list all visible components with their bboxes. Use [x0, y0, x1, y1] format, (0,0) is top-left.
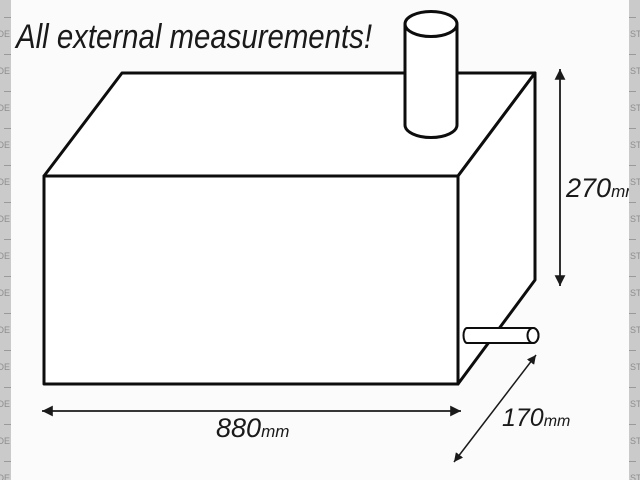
watermark-text-fragment: ST: [630, 399, 640, 409]
watermark-dash: [4, 276, 11, 277]
watermark-dash: [629, 313, 636, 314]
watermark-text-fragment: ST: [630, 288, 640, 298]
tank-front-face: [42, 174, 460, 386]
watermark-dash: [629, 202, 636, 203]
watermark-text-fragment: ST: [630, 66, 640, 76]
depth-dimension-arrow: [453, 354, 537, 463]
filler-cylinder-top-icon: [403, 10, 459, 38]
watermark-text-fragment: DE: [0, 177, 10, 187]
watermark-dash: [629, 239, 636, 240]
outlet-pipe-end-icon: [526, 327, 540, 344]
watermark-text-fragment: ST: [630, 214, 640, 224]
watermark-dash: [4, 313, 11, 314]
watermark-dash: [4, 54, 11, 55]
watermark-text-fragment: ST: [630, 436, 640, 446]
watermark-dash: [629, 276, 636, 277]
watermark-text-fragment: ST: [630, 103, 640, 113]
watermark-dash: [4, 17, 11, 18]
watermark-text-fragment: ST: [630, 29, 640, 39]
watermark-dash: [4, 202, 11, 203]
watermark-dash: [4, 91, 11, 92]
watermark-dash: [4, 387, 11, 388]
watermark-text-fragment: DE: [0, 66, 10, 76]
watermark-text-fragment: ST: [630, 177, 640, 187]
tank-top-face: [42, 71, 537, 178]
watermark-dash: [4, 239, 11, 240]
watermark-text-fragment: DE: [0, 288, 10, 298]
watermark-text-fragment: ST: [630, 140, 640, 150]
watermark-text-fragment: DE: [0, 362, 10, 372]
watermark-dash: [4, 424, 11, 425]
watermark-text-fragment: ST: [630, 473, 640, 480]
watermark-dash: [629, 350, 636, 351]
watermark-text-fragment: DE: [0, 473, 10, 480]
watermark-dash: [629, 165, 636, 166]
watermark-dash: [629, 54, 636, 55]
watermark-dash: [4, 165, 11, 166]
watermark-text-fragment: DE: [0, 436, 10, 446]
watermark-dash: [629, 91, 636, 92]
drawing-title: All external measurements!: [14, 18, 372, 56]
watermark-text-fragment: ST: [630, 325, 640, 335]
watermark-dash: [629, 17, 636, 18]
watermark-dash: [629, 387, 636, 388]
depth-dimension-label: 170mm: [502, 404, 570, 432]
watermark-dash: [629, 461, 636, 462]
watermark-dash: [629, 424, 636, 425]
watermark-dash: [4, 461, 11, 462]
watermark-text-fragment: DE: [0, 103, 10, 113]
watermark-text-fragment: DE: [0, 140, 10, 150]
filler-cylinder-body: [403, 24, 459, 139]
watermark-dash: [4, 128, 11, 129]
left-watermark-strip: DEDEDEDEDEDEDEDEDEDEDEDEDEDE: [0, 0, 11, 480]
watermark-text-fragment: ST: [630, 362, 640, 372]
watermark-text-fragment: ST: [630, 251, 640, 261]
watermark-text-fragment: DE: [0, 29, 10, 39]
watermark-text-fragment: DE: [0, 325, 10, 335]
watermark-text-fragment: DE: [0, 399, 10, 409]
right-watermark-strip: STSTSTSTSTSTSTSTSTSTSTSTSTST: [629, 0, 640, 480]
width-dimension-label: 880mm: [216, 413, 289, 443]
watermark-dash: [629, 128, 636, 129]
watermark-text-fragment: DE: [0, 251, 10, 261]
watermark-dash: [4, 350, 11, 351]
watermark-text-fragment: DE: [0, 214, 10, 224]
